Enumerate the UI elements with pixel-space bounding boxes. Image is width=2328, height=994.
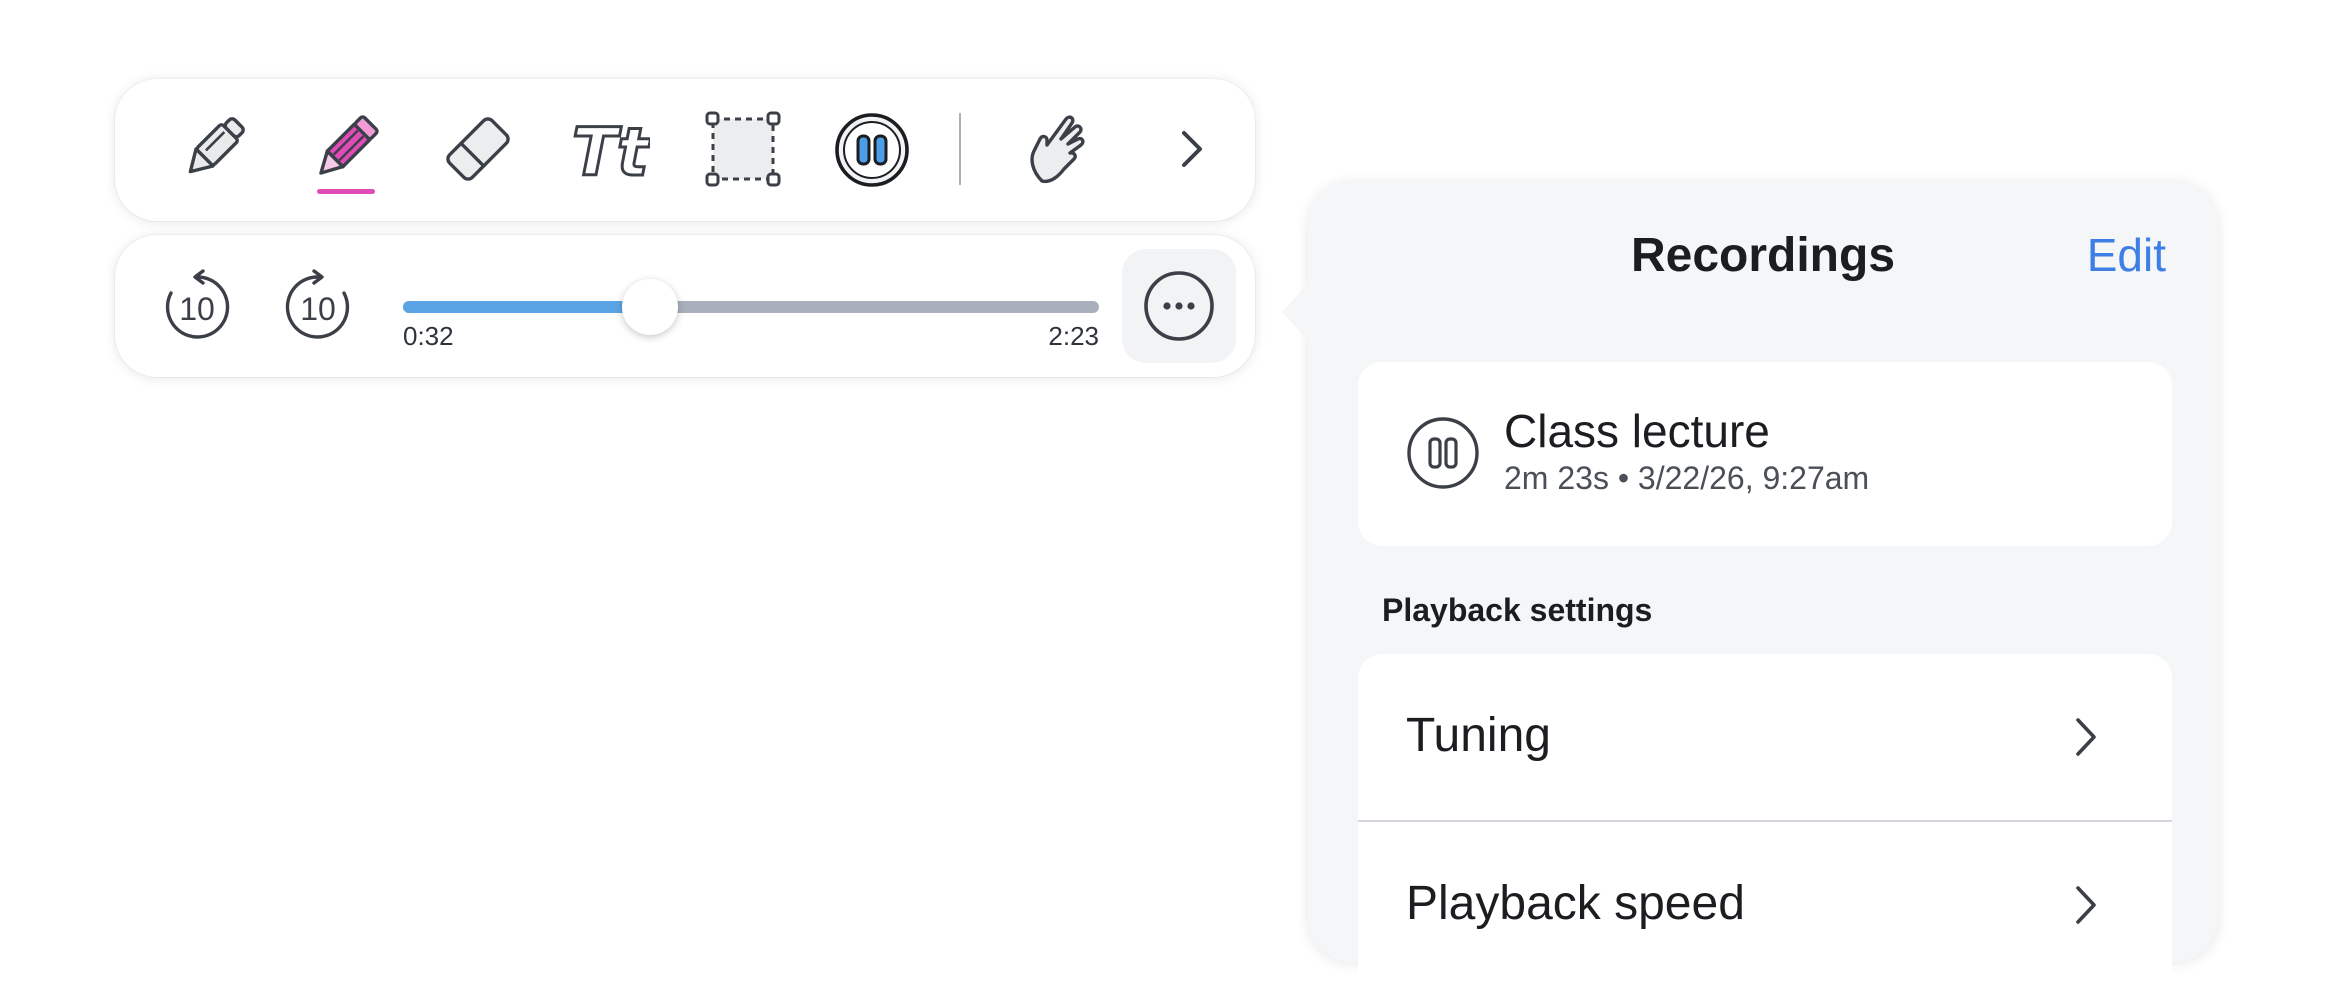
setting-row-tuning[interactable]: Tuning xyxy=(1358,654,2172,820)
pen-icon xyxy=(188,117,245,174)
settings-divider xyxy=(1358,820,2172,822)
playback-bar: 10 10 0:32 2:23 xyxy=(115,235,1255,377)
recording-meta: 2m 23s • 3/22/26, 9:27am xyxy=(1504,460,1870,496)
selection-box-icon xyxy=(705,111,781,187)
scrubber-progress xyxy=(403,301,651,313)
svg-text:10: 10 xyxy=(300,291,336,327)
pencil-icon xyxy=(317,115,379,194)
chevron-right-icon xyxy=(2076,886,2096,924)
setting-label: Playback speed xyxy=(1406,877,1745,930)
setting-row-playback-speed[interactable]: Playback speed xyxy=(1358,822,2172,988)
pause-icon xyxy=(1407,417,1479,489)
skip-forward-icon: 10 xyxy=(285,269,350,339)
pencil-tool-button[interactable] xyxy=(305,109,385,199)
pen-tool-button[interactable] xyxy=(173,109,253,189)
recording-pause-button[interactable] xyxy=(833,111,911,189)
scrubber-thumb[interactable] xyxy=(622,279,679,335)
pencil-color-indicator xyxy=(317,189,375,194)
eraser-tool-button[interactable] xyxy=(438,109,518,189)
pointing-hand-icon xyxy=(1030,115,1085,184)
text-tool-icon: Tt xyxy=(571,113,651,190)
skip-back-button[interactable]: 10 xyxy=(157,267,237,347)
pause-icon xyxy=(835,113,909,187)
skip-forward-button[interactable]: 10 xyxy=(278,267,358,347)
current-time: 0:32 xyxy=(403,321,454,351)
chevron-right-icon xyxy=(1182,131,1202,167)
chevron-right-icon xyxy=(2076,718,2096,756)
hand-tool-button[interactable] xyxy=(1020,109,1100,189)
expand-toolbar-button[interactable] xyxy=(1160,117,1224,181)
text-tool-button[interactable]: Tt xyxy=(570,109,651,190)
recording-item[interactable]: Class lecture 2m 23s • 3/22/26, 9:27am xyxy=(1358,362,2172,546)
popover-pointer xyxy=(1282,282,1310,342)
more-options-icon xyxy=(1144,271,1214,341)
selection-tool-button[interactable] xyxy=(703,109,783,189)
recordings-popover: Recordings Edit Class lecture 2m 23s • 3… xyxy=(1282,182,2218,994)
skip-back-icon: 10 xyxy=(165,269,230,339)
playback-scrubber[interactable] xyxy=(403,265,1099,345)
popover-title: Recordings xyxy=(1630,229,1896,282)
eraser-icon xyxy=(446,117,510,181)
setting-label: Tuning xyxy=(1406,709,1551,762)
toolbar-divider xyxy=(959,113,961,185)
playback-settings-heading: Playback settings xyxy=(1382,592,1653,628)
svg-text:Tt: Tt xyxy=(572,114,650,189)
total-time: 2:23 xyxy=(1048,321,1099,351)
edit-button[interactable]: Edit xyxy=(2086,229,2166,281)
drawing-toolbar: Tt xyxy=(115,79,1255,221)
recording-title: Class lecture xyxy=(1504,405,1770,457)
playback-settings-list: Tuning Playback speed xyxy=(1358,654,2172,994)
svg-text:10: 10 xyxy=(179,291,215,327)
more-options-button[interactable] xyxy=(1122,249,1236,363)
